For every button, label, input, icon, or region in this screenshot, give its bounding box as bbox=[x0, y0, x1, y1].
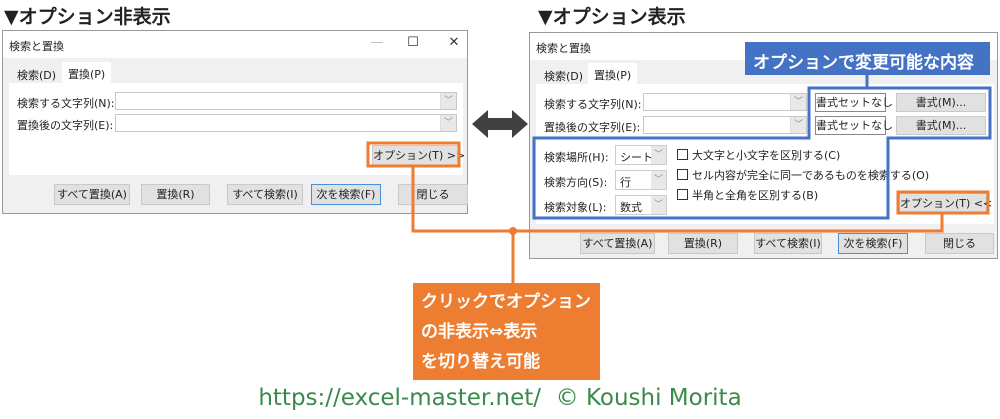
replace-label: 置換後の文字列(E): bbox=[544, 121, 641, 134]
tab-find[interactable]: 検索(D) bbox=[17, 69, 57, 82]
within-label: 検索場所(H): bbox=[544, 151, 609, 164]
right-options-highlight bbox=[896, 190, 990, 215]
tab-replace[interactable]: 置換(P) bbox=[588, 63, 638, 85]
toggle-note-line: を切り替え可能 bbox=[421, 352, 540, 372]
match-entire-cell-checkbox[interactable]: セル内容が完全に同一であるものを検索する(O) bbox=[677, 167, 929, 183]
chevron-down-icon: ﹀ bbox=[651, 146, 666, 164]
checkbox-icon bbox=[677, 149, 688, 160]
chevron-down-icon[interactable]: ﹀ bbox=[790, 117, 806, 133]
look-in-select[interactable]: 数式﹀ bbox=[615, 195, 667, 215]
options-content-label: オプションで変更可能な内容 bbox=[745, 42, 990, 75]
find-input[interactable]: ﹀ bbox=[115, 92, 457, 110]
maximize-icon[interactable]: ☐ bbox=[407, 35, 419, 50]
dialog-title: 検索と置換 bbox=[9, 40, 64, 53]
toggle-note-callout: クリックでオプション の非表示⇔表示 を切り替え可能 bbox=[413, 283, 600, 380]
minimize-icon[interactable]: — bbox=[370, 35, 384, 50]
find-label: 検索する文字列(N): bbox=[544, 98, 642, 111]
options-area-outline bbox=[532, 86, 992, 220]
toggle-note-line: クリックでオプション bbox=[421, 292, 591, 312]
match-byte-checkbox[interactable]: 半角と全角を区別する(B) bbox=[677, 187, 818, 203]
look-in-label: 検索対象(L): bbox=[544, 201, 607, 214]
chevron-down-icon: ﹀ bbox=[651, 171, 666, 189]
replace-format-none[interactable]: 書式セットなし bbox=[815, 116, 893, 135]
tab-panel: 検索する文字列(N): ﹀ 置換後の文字列(E): ﹀ オプション(T) >> bbox=[9, 83, 465, 175]
replace-label: 置換後の文字列(E): bbox=[17, 119, 114, 132]
replace-format-button[interactable]: 書式(M)... bbox=[896, 116, 986, 135]
find-format-button[interactable]: 書式(M)... bbox=[896, 93, 986, 112]
find-label: 検索する文字列(N): bbox=[17, 97, 115, 110]
toggle-note-line: の非表示⇔表示 bbox=[421, 322, 538, 342]
find-all-button[interactable]: すべて検索(I) bbox=[227, 184, 303, 205]
find-replace-dialog-expanded: 検索と置換 検索(D) 置換(P) 検索する文字列(N): ﹀ 置換後の文字列(… bbox=[529, 32, 998, 259]
checkbox-icon bbox=[677, 169, 688, 180]
connector-dot bbox=[509, 227, 517, 235]
double-arrow-icon bbox=[472, 110, 528, 138]
search-direction-label: 検索方向(S): bbox=[544, 176, 608, 189]
tab-replace[interactable]: 置換(P) bbox=[62, 62, 112, 84]
find-next-button[interactable]: 次を検索(F) bbox=[311, 184, 381, 205]
left-options-highlight bbox=[366, 141, 461, 168]
find-input[interactable]: ﹀ bbox=[643, 93, 807, 111]
close-button[interactable]: 閉じる bbox=[398, 184, 468, 205]
replace-button[interactable]: 置換(R) bbox=[141, 184, 210, 205]
within-select[interactable]: シート﹀ bbox=[615, 145, 667, 165]
tab-find[interactable]: 検索(D) bbox=[544, 70, 584, 83]
replace-all-button[interactable]: すべて置換(A) bbox=[580, 233, 655, 254]
replace-button[interactable]: 置換(R) bbox=[668, 233, 738, 254]
chevron-down-icon[interactable]: ﹀ bbox=[440, 115, 456, 131]
footer-credit: https://excel-master.net/ © Koushi Morit… bbox=[258, 385, 742, 411]
chevron-down-icon: ﹀ bbox=[651, 196, 666, 214]
match-case-checkbox[interactable]: 大文字と小文字を区別する(C) bbox=[677, 147, 840, 163]
replace-input[interactable]: ﹀ bbox=[115, 114, 457, 132]
find-all-button[interactable]: すべて検索(I) bbox=[754, 233, 822, 254]
chevron-down-icon[interactable]: ﹀ bbox=[790, 94, 806, 110]
dialog-title: 検索と置換 bbox=[536, 42, 591, 55]
chevron-down-icon[interactable]: ﹀ bbox=[440, 93, 456, 109]
find-next-button[interactable]: 次を検索(F) bbox=[838, 233, 908, 254]
checkbox-icon bbox=[677, 189, 688, 200]
find-replace-dialog-collapsed: 検索と置換 — ☐ ✕ 検索(D) 置換(P) 検索する文字列(N): ﹀ 置換… bbox=[2, 30, 468, 214]
find-format-none[interactable]: 書式セットなし bbox=[815, 93, 893, 112]
orange-connector bbox=[411, 166, 944, 233]
replace-input[interactable]: ﹀ bbox=[643, 116, 807, 134]
close-icon[interactable]: ✕ bbox=[448, 35, 460, 50]
title-bar: 検索と置換 — ☐ ✕ bbox=[3, 31, 467, 58]
tab-panel: 検索する文字列(N): ﹀ 置換後の文字列(E): ﹀ 書式セットなし 書式(M… bbox=[536, 84, 994, 224]
search-direction-select[interactable]: 行﹀ bbox=[615, 170, 667, 190]
close-button[interactable]: 閉じる bbox=[925, 233, 994, 254]
heading-options-shown: ▼オプション表示 bbox=[538, 6, 686, 28]
heading-options-hidden: ▼オプション非表示 bbox=[4, 6, 171, 28]
replace-all-button[interactable]: すべて置換(A) bbox=[54, 184, 130, 205]
